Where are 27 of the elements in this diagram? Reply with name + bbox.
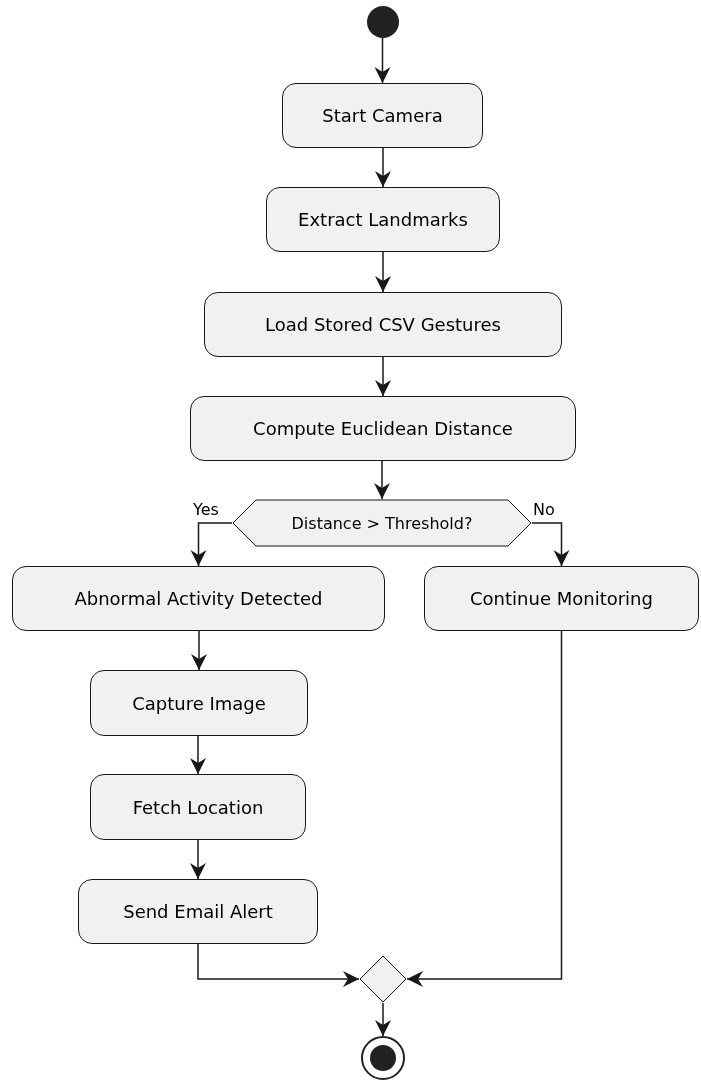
activity-box: Send Email Alert <box>78 879 318 944</box>
arrow <box>190 522 233 567</box>
activity-box: Extract Landmarks <box>266 187 500 252</box>
arrow <box>190 839 206 880</box>
merge-diamond <box>359 955 407 1003</box>
end-node <box>361 1036 405 1080</box>
arrow <box>406 630 563 987</box>
activity-box: Fetch Location <box>90 774 306 840</box>
start-node <box>367 6 399 38</box>
decision-text: Distance > Threshold? <box>291 513 473 533</box>
arrow <box>190 735 206 775</box>
activity-box: Continue Monitoring <box>424 566 699 631</box>
activity-box: Start Camera <box>282 83 483 148</box>
activity-box: Capture Image <box>90 670 308 736</box>
activity-box: Load Stored CSV Gestures <box>204 292 562 357</box>
activity-box: Compute Euclidean Distance <box>190 396 576 461</box>
arrow <box>375 1002 391 1037</box>
arrow <box>375 147 391 188</box>
arrow <box>374 460 390 500</box>
arrow <box>374 37 391 84</box>
arrow <box>375 251 391 293</box>
decision-hexagon <box>232 499 532 547</box>
arrow <box>531 522 570 567</box>
arrow <box>197 943 360 987</box>
activity-box: Abnormal Activity Detected <box>12 566 385 631</box>
arrow <box>191 630 207 671</box>
arrow <box>375 356 391 397</box>
